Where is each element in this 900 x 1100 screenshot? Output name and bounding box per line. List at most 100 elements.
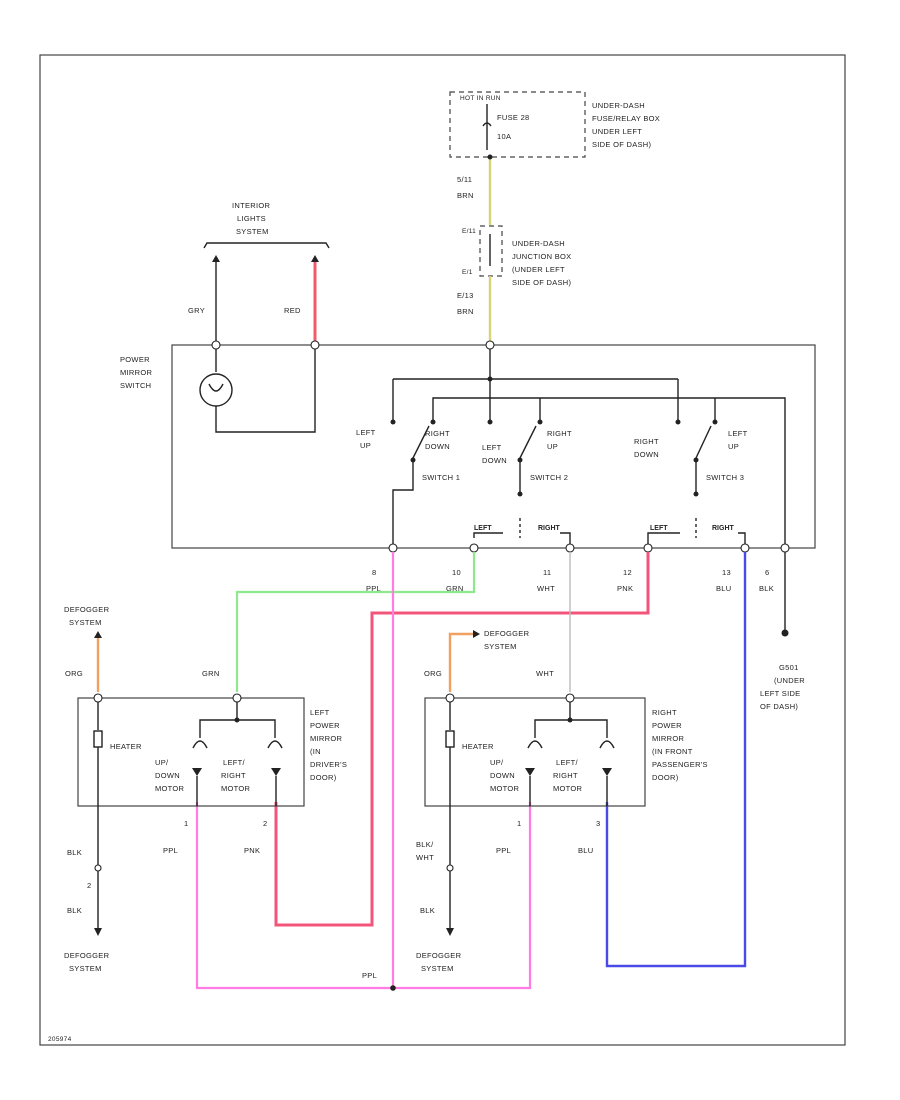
lm-t1: LEFT [310,708,330,717]
s3-output-node [693,491,699,497]
pin-blk-num: 6 [765,568,769,577]
rm-t1: RIGHT [652,708,677,717]
defog-rt-l2: SYSTEM [484,642,517,651]
pin-pnk-color: PNK [617,584,633,593]
lm-t5: DRIVER'S [310,760,347,769]
figure-id: 205974 [48,1036,72,1043]
wire-red-label: RED [284,306,301,315]
conn-pnk [643,543,653,553]
defog-lt-l2: SYSTEM [69,618,102,627]
rm-t5: PASSENGER'S [652,760,708,769]
s1-b2: DOWN [425,442,450,451]
fuse-box-l4: SIDE OF DASH) [592,140,652,149]
right-mirror-box [424,697,646,807]
lm-m1a: UP/ [155,758,169,767]
lm-heater-c2: BLK [67,906,82,915]
interior-l2: LIGHTS [237,214,266,223]
pin-wht-color: WHT [537,584,555,593]
lm-conn-feed [232,693,242,703]
ground-bus [432,397,786,548]
junction-l4: SIDE OF DASH) [512,278,572,287]
rm-m1b: DOWN [490,771,515,780]
conn-blk [780,543,790,553]
defog-rb-l1: DEFOGGER [416,951,462,960]
defog-rt-l1: DEFOGGER [484,629,530,638]
rm-m2b: RIGHT [553,771,578,780]
lm-t2: POWER [310,721,340,730]
fuse-out-color: BRN [457,191,474,200]
wire-gry-label: GRY [188,306,205,315]
s1-a2: UP [360,441,371,450]
conn-ppl [388,543,398,553]
junction-l3: (UNDER LEFT [512,265,565,274]
sel-right-1: RIGHT [538,525,561,532]
ground-l2: LEFT SIDE [760,689,801,698]
s1-blade [412,425,430,459]
wire-blu [605,552,747,968]
rm-t2: POWER [652,721,682,730]
s2-output-node [517,491,523,497]
fuse-box-l1: UNDER-DASH [592,101,645,110]
s2-b1: RIGHT [547,429,572,438]
pin-wht-num: 11 [543,568,551,577]
rm-t4: (IN FRONT [652,747,693,756]
lm-pin2-color: PNK [244,846,260,855]
pin-grn-color: GRN [446,584,464,593]
junction-l2: JUNCTION BOX [512,252,571,261]
rm-term1 [525,768,535,776]
interior-bracket [203,242,330,249]
conn-gry [211,340,221,350]
s2-contact-right [537,419,543,425]
switch-l1: POWER [120,355,150,364]
switch-l2: MIRROR [120,368,152,377]
wire-org-right-label: ORG [424,669,442,678]
interior-arrow-right [311,255,319,262]
fuse-symbol [482,122,492,127]
s1-contact-right [430,419,436,425]
rm-motor1-icon [527,740,543,749]
junction-box-outline [479,225,503,277]
lm-feed-bus [199,719,276,738]
lm-motor1-icon [192,740,208,749]
s2-a1: LEFT [482,443,502,452]
rm-m1a: UP/ [490,758,504,767]
wire-org-left-label: ORG [65,669,83,678]
fuse-box-l2: FUSE/RELAY BOX [592,114,660,123]
s3-name: SWITCH 3 [706,473,744,482]
s1-a1: LEFT [356,428,376,437]
pin-blk-color: BLK [759,584,774,593]
defog-rb-arrow [446,928,454,936]
interior-arrow-left [212,255,220,262]
interior-l3: SYSTEM [236,227,269,236]
pin-blu-color: BLU [716,584,732,593]
conn-blu [740,543,750,553]
rm-pin3-color: BLU [578,846,594,855]
lm-m1c: MOTOR [155,784,185,793]
lm-t3: MIRROR [310,734,342,743]
wire-wht-right-label: WHT [536,669,554,678]
sel-right-1-lead [560,532,571,548]
pin-ppl-num: 8 [372,568,376,577]
rm-pin1-num: 1 [517,819,521,828]
s1-b1: RIGHT [425,429,450,438]
wire-ppl-loop [195,802,532,990]
lm-m2a: LEFT/ [223,758,246,767]
lm-heater-pin: 2 [87,881,91,890]
s3-b2: UP [728,442,739,451]
rm-heater-c1: BLK/ [416,840,434,849]
wire-pnk [274,552,650,927]
defog-lb-arrow [94,928,102,936]
lm-pin1-num: 1 [184,819,188,828]
fuse-out-node [487,154,493,160]
s2-name: SWITCH 2 [530,473,568,482]
sel-right-2-lead [738,532,746,548]
fuse-name: FUSE 28 [497,113,530,122]
defog-lt-arrow [94,631,102,638]
ground-terminal [781,629,789,637]
s2-b2: UP [547,442,558,451]
fuse-rating: 10A [497,132,511,141]
s2-pivot [517,457,523,463]
lm-t6: DOOR) [310,773,337,782]
lm-pin1-color: PPL [163,846,178,855]
s3-a1: RIGHT [634,437,659,446]
